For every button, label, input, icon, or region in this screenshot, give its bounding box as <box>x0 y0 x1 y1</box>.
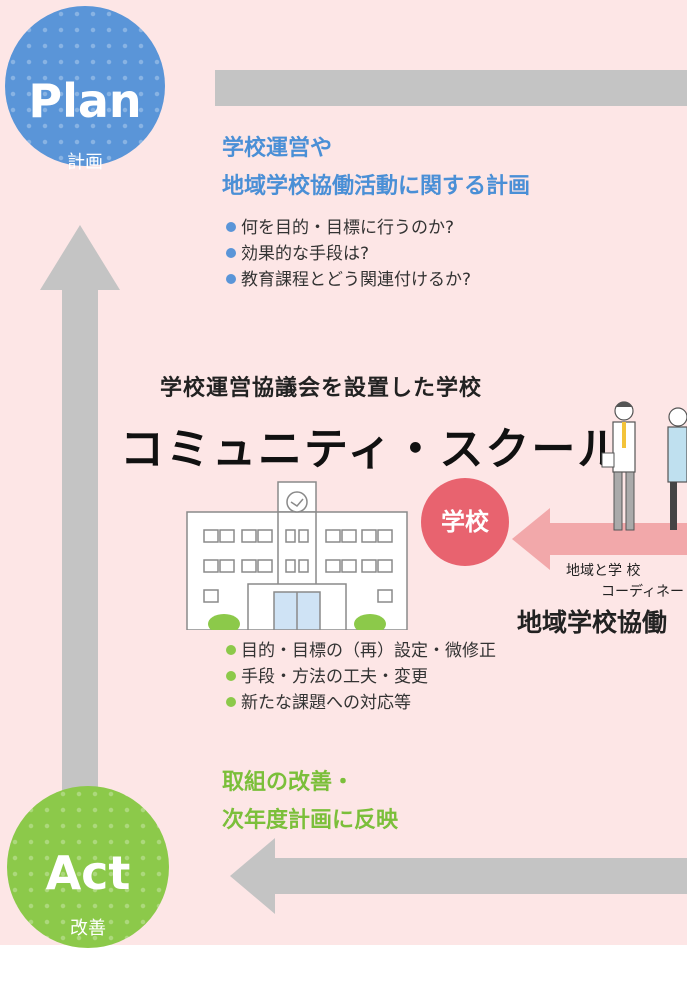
plan-title: Plan <box>28 74 142 128</box>
bullet-dot-icon <box>226 671 236 681</box>
plan-subtitle: 計画 <box>67 152 103 173</box>
list-item: 手段・方法の工夫・変更 <box>226 664 496 690</box>
bullet-dot-icon <box>226 248 236 258</box>
school-badge: 学校 <box>421 478 509 566</box>
people-illustration-icon <box>601 401 687 531</box>
act-subtitle: 改善 <box>70 918 106 939</box>
bullet-text: 目的・目標の（再）設定・微修正 <box>241 641 496 661</box>
plan-heading-line: 学校運営や <box>222 136 333 161</box>
act-heading-line: 次年度計画に反映 <box>222 808 399 833</box>
coordinator-text-line2: コーディネー <box>601 584 685 600</box>
act-circle: Act 改善 <box>7 786 169 948</box>
act-heading: 取組の改善・ 次年度計画に反映 <box>222 764 398 840</box>
list-item: 何を目的・目標に行うのか? <box>226 215 471 241</box>
bullet-text: 手段・方法の工夫・変更 <box>241 667 428 687</box>
plan-bullet-list: 何を目的・目標に行うのか? 効果的な手段は? 教育課程とどう関連付けるか? <box>226 215 471 293</box>
bullet-text: 教育課程とどう関連付けるか? <box>241 270 472 290</box>
pink-arrowhead-left <box>512 508 550 570</box>
bullet-text: 新たな課題への対応等 <box>241 693 411 713</box>
bullet-dot-icon <box>226 222 236 232</box>
top-cycle-arrow <box>215 70 687 106</box>
list-item: 新たな課題への対応等 <box>226 690 496 716</box>
bullet-dot-icon <box>226 645 236 655</box>
coordinator-title: 地域学校協働 <box>517 608 668 637</box>
coordinator-text-line1: 地域と学 校 <box>566 563 641 579</box>
act-title: Act <box>45 846 131 900</box>
list-item: 教育課程とどう関連付けるか? <box>226 267 471 293</box>
left-cycle-arrow <box>62 285 98 845</box>
plan-circle: Plan 計画 <box>5 6 165 173</box>
list-item: 目的・目標の（再）設定・微修正 <box>226 638 496 664</box>
bullet-dot-icon <box>226 697 236 707</box>
plan-heading: 学校運営や 地域学校協働活動に関する計画 <box>222 130 530 206</box>
list-item: 効果的な手段は? <box>226 241 471 267</box>
community-school-title: コミュニティ・スクール <box>120 424 624 475</box>
bullet-text: 効果的な手段は? <box>241 244 370 264</box>
plan-heading-line: 地域学校協働活動に関する計画 <box>222 174 531 199</box>
bullet-text: 何を目的・目標に行うのか? <box>241 218 455 238</box>
community-school-subtitle: 学校運営協議会を設置した学校 <box>160 376 483 401</box>
act-bullet-list: 目的・目標の（再）設定・微修正 手段・方法の工夫・変更 新たな課題への対応等 <box>226 638 496 716</box>
left-arrowhead-up <box>40 225 120 290</box>
bottom-cycle-arrow <box>270 858 687 894</box>
bottom-arrowhead-left <box>230 838 275 914</box>
school-building-icon <box>186 481 408 630</box>
act-heading-line: 取組の改善・ <box>222 770 355 795</box>
bullet-dot-icon <box>226 274 236 284</box>
